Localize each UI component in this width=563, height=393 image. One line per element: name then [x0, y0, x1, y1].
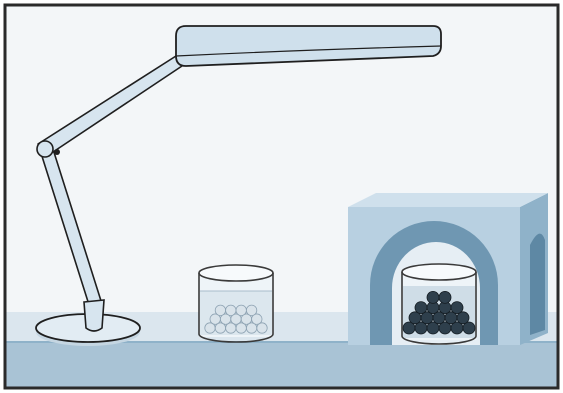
beaker-with-dark-beads: [402, 264, 476, 344]
shelf-front: [6, 342, 557, 387]
dark-bead: [439, 291, 451, 303]
lamp-base-joint: [84, 300, 104, 331]
light-bead: [236, 305, 246, 315]
dark-bead: [451, 302, 463, 314]
dark-bead: [427, 291, 439, 303]
beaker-rim: [402, 264, 476, 280]
lamp-elbow-joint: [37, 141, 53, 157]
light-bead: [215, 305, 225, 315]
lamp-elbow-pin: [54, 149, 60, 155]
light-bead: [226, 305, 236, 315]
beaker-rim: [199, 265, 273, 281]
box-side-opening: [530, 234, 545, 335]
dark-bead: [415, 302, 427, 314]
box-top: [348, 193, 548, 207]
beaker-with-light-beads: [199, 265, 273, 342]
light-bead: [246, 305, 256, 315]
